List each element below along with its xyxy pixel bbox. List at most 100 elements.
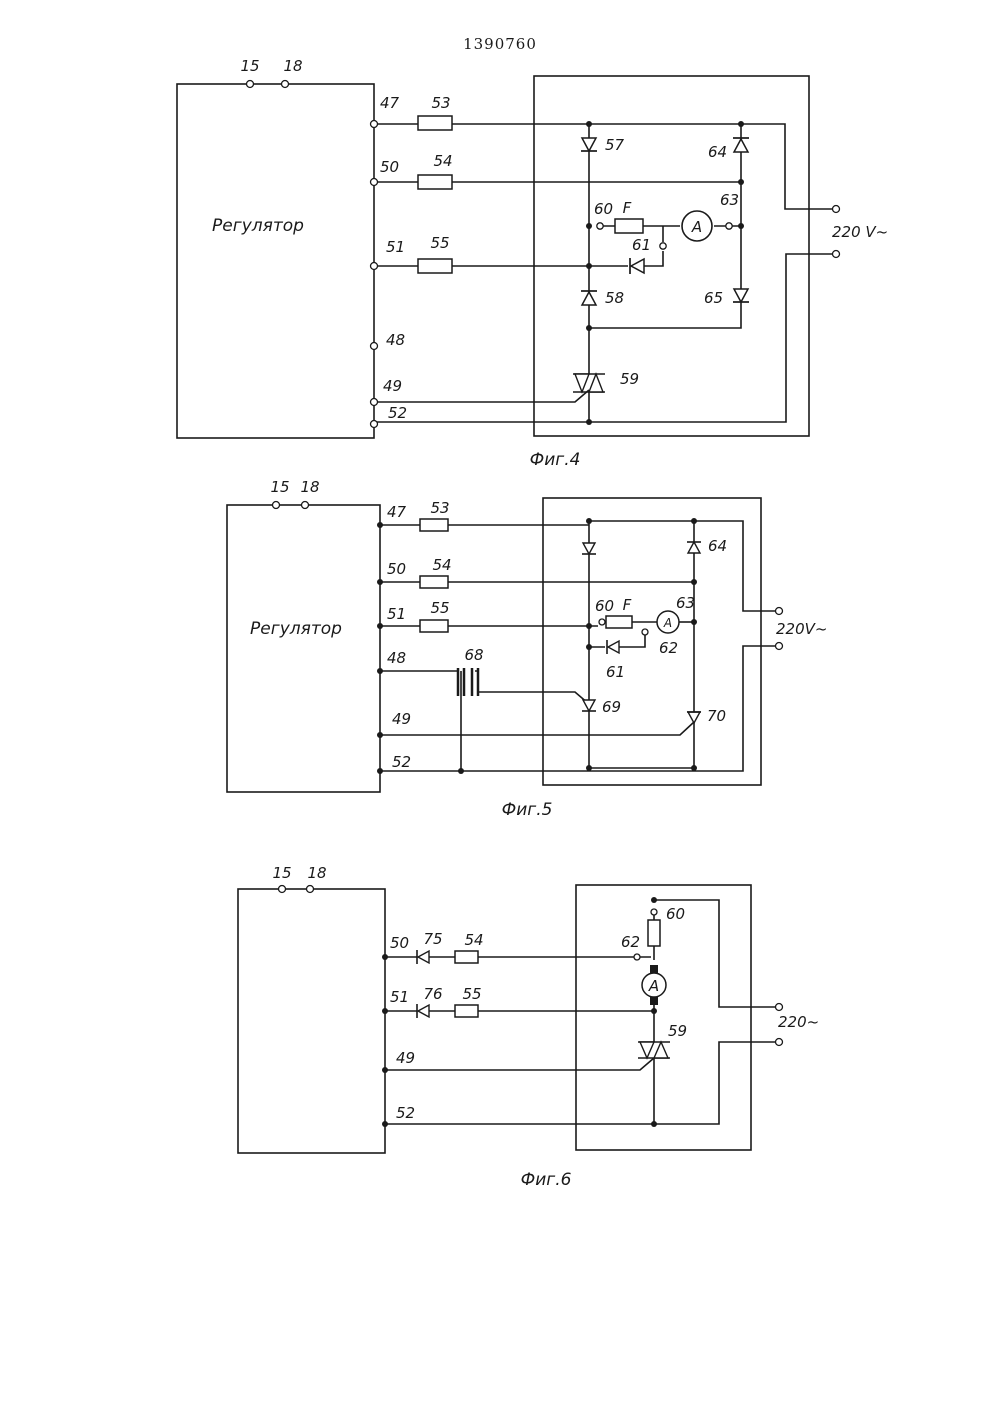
fig5-junction <box>586 765 592 771</box>
fig5-junction <box>586 623 592 629</box>
fig4-label-65: 65 <box>704 289 723 307</box>
fig5-label-F: F <box>623 596 632 614</box>
fig4-label-51: 51 <box>386 238 405 256</box>
fig4-junction <box>738 121 744 127</box>
fig5-node-62 <box>642 629 648 635</box>
fig4-label-53: 53 <box>431 94 450 112</box>
fig5-junction <box>586 644 592 650</box>
fig5-label-15: 15 <box>270 478 289 496</box>
fig4-junction <box>586 325 592 331</box>
fig5-label-53: 53 <box>430 499 449 517</box>
fig5-label-60: 60 <box>595 597 614 615</box>
fig4-diode-64 <box>733 138 749 152</box>
fig5-junction <box>377 522 383 528</box>
fig5-regulator-label: Регулятор <box>250 619 342 639</box>
fig4-output-module <box>534 76 809 436</box>
fig4-label-54: 54 <box>433 152 452 170</box>
fig5-thyristor-69 <box>582 700 596 711</box>
figure-5: Регулятор 15 18 47 50 51 48 49 52 68 <box>227 478 827 820</box>
fig6-junction <box>651 897 657 903</box>
fig6-label-59: 59 <box>668 1022 687 1040</box>
fig5-junction <box>691 765 697 771</box>
fig5-junction <box>377 579 383 585</box>
fig5-junction <box>691 619 697 625</box>
fig5-junction <box>377 768 383 774</box>
fig5-diode-64 <box>687 542 701 553</box>
fig6-label-51: 51 <box>390 988 409 1006</box>
fig4-label-48: 48 <box>386 331 405 349</box>
fig5-junction <box>691 518 697 524</box>
fig6-diode-75 <box>417 950 429 964</box>
fig4-wire-52 <box>377 254 833 422</box>
fig5-wire-49 <box>380 722 694 735</box>
fig4-label-63: 63 <box>720 191 739 209</box>
patent-number: 1390760 <box>463 35 537 53</box>
fig6-motor-label: A <box>648 977 659 995</box>
fig4-regulator-label: Регулятор <box>212 216 304 236</box>
fig4-label-64: 64 <box>708 143 727 161</box>
fig4-label-60: 60 <box>594 200 613 218</box>
fig4-label-52: 52 <box>388 404 407 422</box>
fig6-supply-terminal <box>776 1039 783 1046</box>
fig6-terminal-15 <box>279 886 286 893</box>
fig4-diode-57 <box>581 138 597 151</box>
fig4-node-61 <box>660 243 666 249</box>
fig4-label-50: 50 <box>380 158 399 176</box>
fig4-label-58: 58 <box>605 289 624 307</box>
fig6-label-60: 60 <box>666 905 685 923</box>
fig4-terminal-47 <box>371 121 378 128</box>
fig5-output-module <box>543 498 761 785</box>
fig5-supply-label: 220V~ <box>776 620 827 638</box>
fig5-supply-terminal <box>776 643 783 650</box>
fig4-supply-terminal <box>833 206 840 213</box>
fig5-resistor-53 <box>420 519 448 531</box>
fig4-junction <box>586 223 592 229</box>
fig4-resistor-54 <box>418 175 452 189</box>
fig4-resistor-53 <box>418 116 452 130</box>
figure-4: Регулятор 15 18 47 50 51 48 49 52 <box>177 57 888 470</box>
fig6-supply-label: 220~ <box>778 1013 819 1031</box>
fig4-field-winding <box>615 219 643 233</box>
fig5-junction <box>691 579 697 585</box>
fig6-label-52: 52 <box>396 1104 415 1122</box>
fig4-junction <box>586 263 592 269</box>
fig4-terminal-48 <box>371 343 378 350</box>
fig6-wire-52 <box>385 1042 776 1124</box>
fig4-triac-59 <box>573 374 605 392</box>
fig6-junction <box>382 1121 388 1127</box>
fig5-diode <box>582 543 596 554</box>
fig6-junction <box>651 1121 657 1127</box>
fig4-motor-label: A <box>691 218 702 236</box>
fig6-terminal-18 <box>307 886 314 893</box>
fig4-label-55: 55 <box>430 234 449 252</box>
fig6-junction <box>382 954 388 960</box>
fig4-terminal-51 <box>371 263 378 270</box>
fig4-terminal-50 <box>371 179 378 186</box>
fig5-label-63: 63 <box>676 594 695 612</box>
fig4-terminal-15 <box>247 81 254 88</box>
fig5-label-47: 47 <box>387 503 407 521</box>
fig5-resistor-54 <box>420 576 448 588</box>
fig5-label-52: 52 <box>392 753 411 771</box>
fig6-label-15: 15 <box>272 864 291 882</box>
fig4-supply-label: 220 V~ <box>832 223 888 241</box>
fig4-label-15: 15 <box>240 57 259 75</box>
fig4-terminal-49 <box>371 399 378 406</box>
fig4-terminal-52 <box>371 421 378 428</box>
fig6-resistor-55 <box>455 1005 478 1017</box>
fig4-diode-61 <box>630 258 644 274</box>
fig4-label-57: 57 <box>605 136 625 154</box>
fig5-label-54: 54 <box>432 556 451 574</box>
fig5-regulator-block <box>227 505 380 792</box>
fig6-winding-60 <box>648 920 660 946</box>
fig6-junction <box>382 1067 388 1073</box>
fig6-label-50: 50 <box>390 934 409 952</box>
fig4-label-18: 18 <box>283 57 302 75</box>
fig6-regulator-block <box>238 889 385 1153</box>
fig5-label-55: 55 <box>430 599 449 617</box>
fig6-output-module <box>576 885 751 1150</box>
fig5-resistor-55 <box>420 620 448 632</box>
fig6-caption: Фиг.6 <box>521 1170 572 1190</box>
fig5-label-64: 64 <box>708 537 727 555</box>
